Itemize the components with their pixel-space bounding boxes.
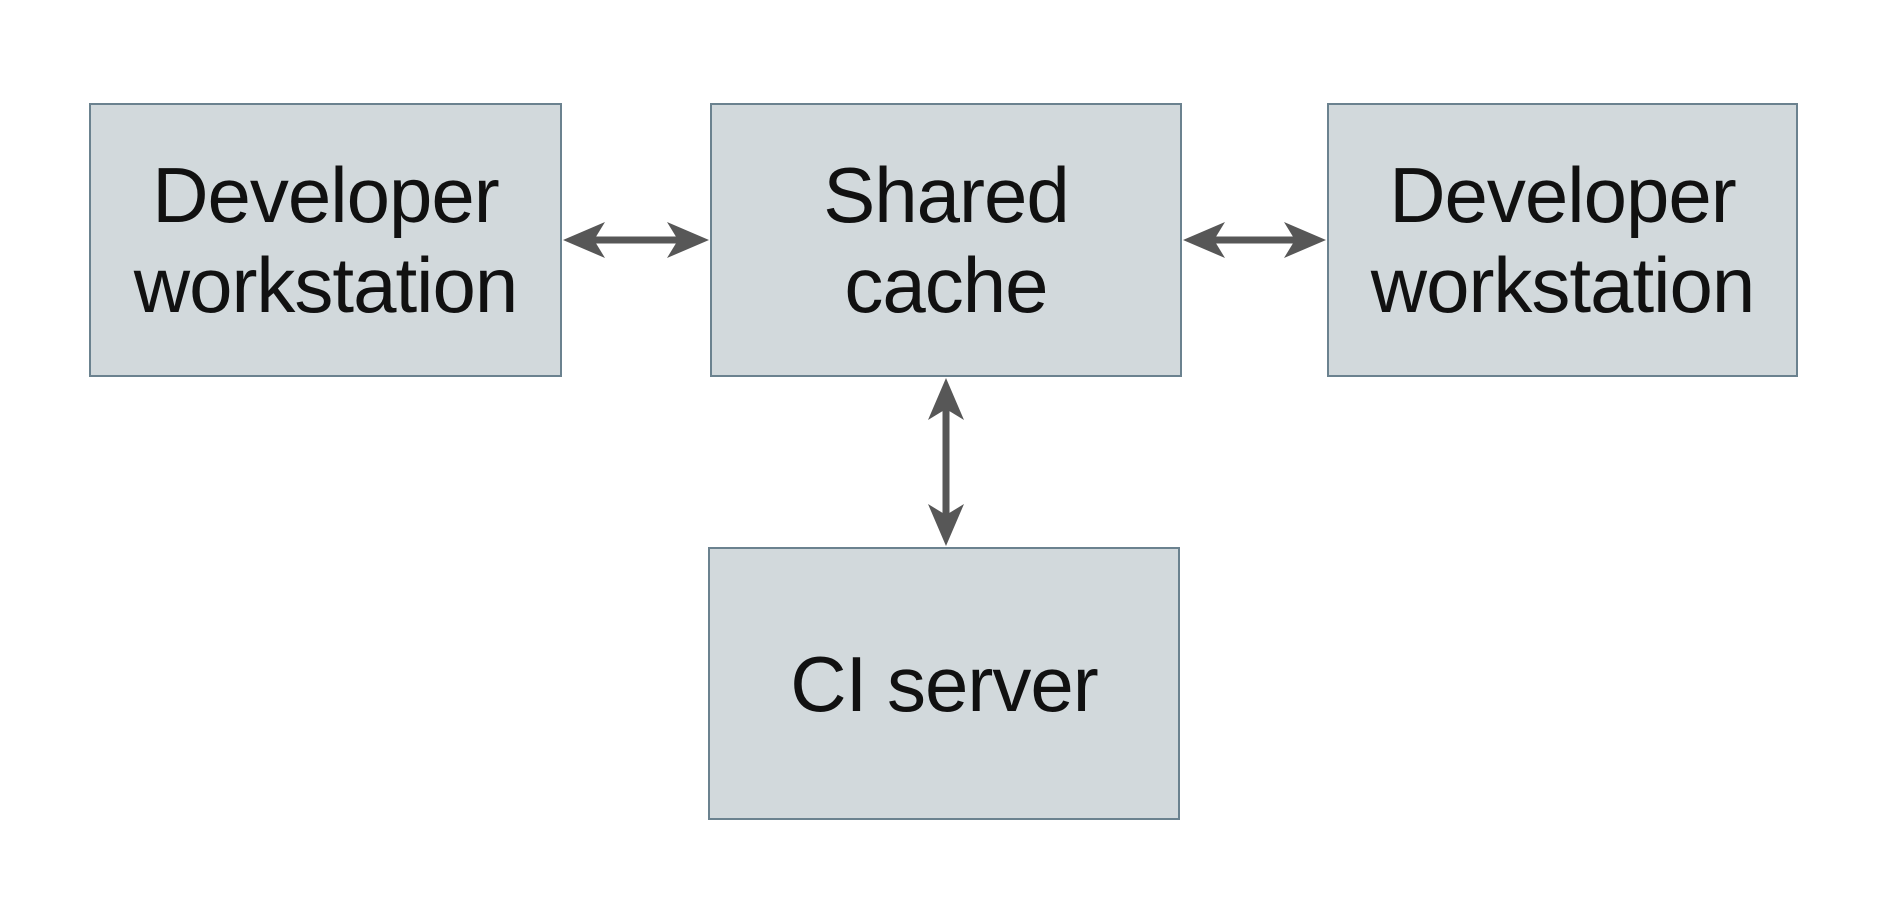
node-label-line: cache <box>844 241 1048 329</box>
bidirectional-arrow-cache-to-ci-server <box>928 378 964 546</box>
arrowhead-right-icon <box>1284 222 1326 258</box>
node-label-line: Developer <box>1389 151 1737 239</box>
node-label-line: workstation <box>1370 241 1755 329</box>
node-label-line: CI server <box>790 639 1098 728</box>
arrowhead-right-icon <box>667 222 709 258</box>
node-label-line: Developer <box>152 151 500 239</box>
bidirectional-arrow-cache-to-right-workstation <box>1183 222 1326 258</box>
node-developer-workstation-right: Developer workstation <box>1327 103 1798 377</box>
node-label-line: Shared <box>823 151 1070 239</box>
node-label-line: workstation <box>133 241 518 329</box>
bidirectional-arrow-left-workstation-to-cache <box>563 222 709 258</box>
node-shared-cache: Shared cache <box>710 103 1182 377</box>
node-developer-workstation-left: Developer workstation <box>89 103 562 377</box>
arrowhead-up-icon <box>928 378 964 420</box>
arrowhead-left-icon <box>563 222 605 258</box>
arrowhead-down-icon <box>928 504 964 546</box>
arrowhead-left-icon <box>1183 222 1225 258</box>
node-ci-server: CI server <box>708 547 1180 820</box>
